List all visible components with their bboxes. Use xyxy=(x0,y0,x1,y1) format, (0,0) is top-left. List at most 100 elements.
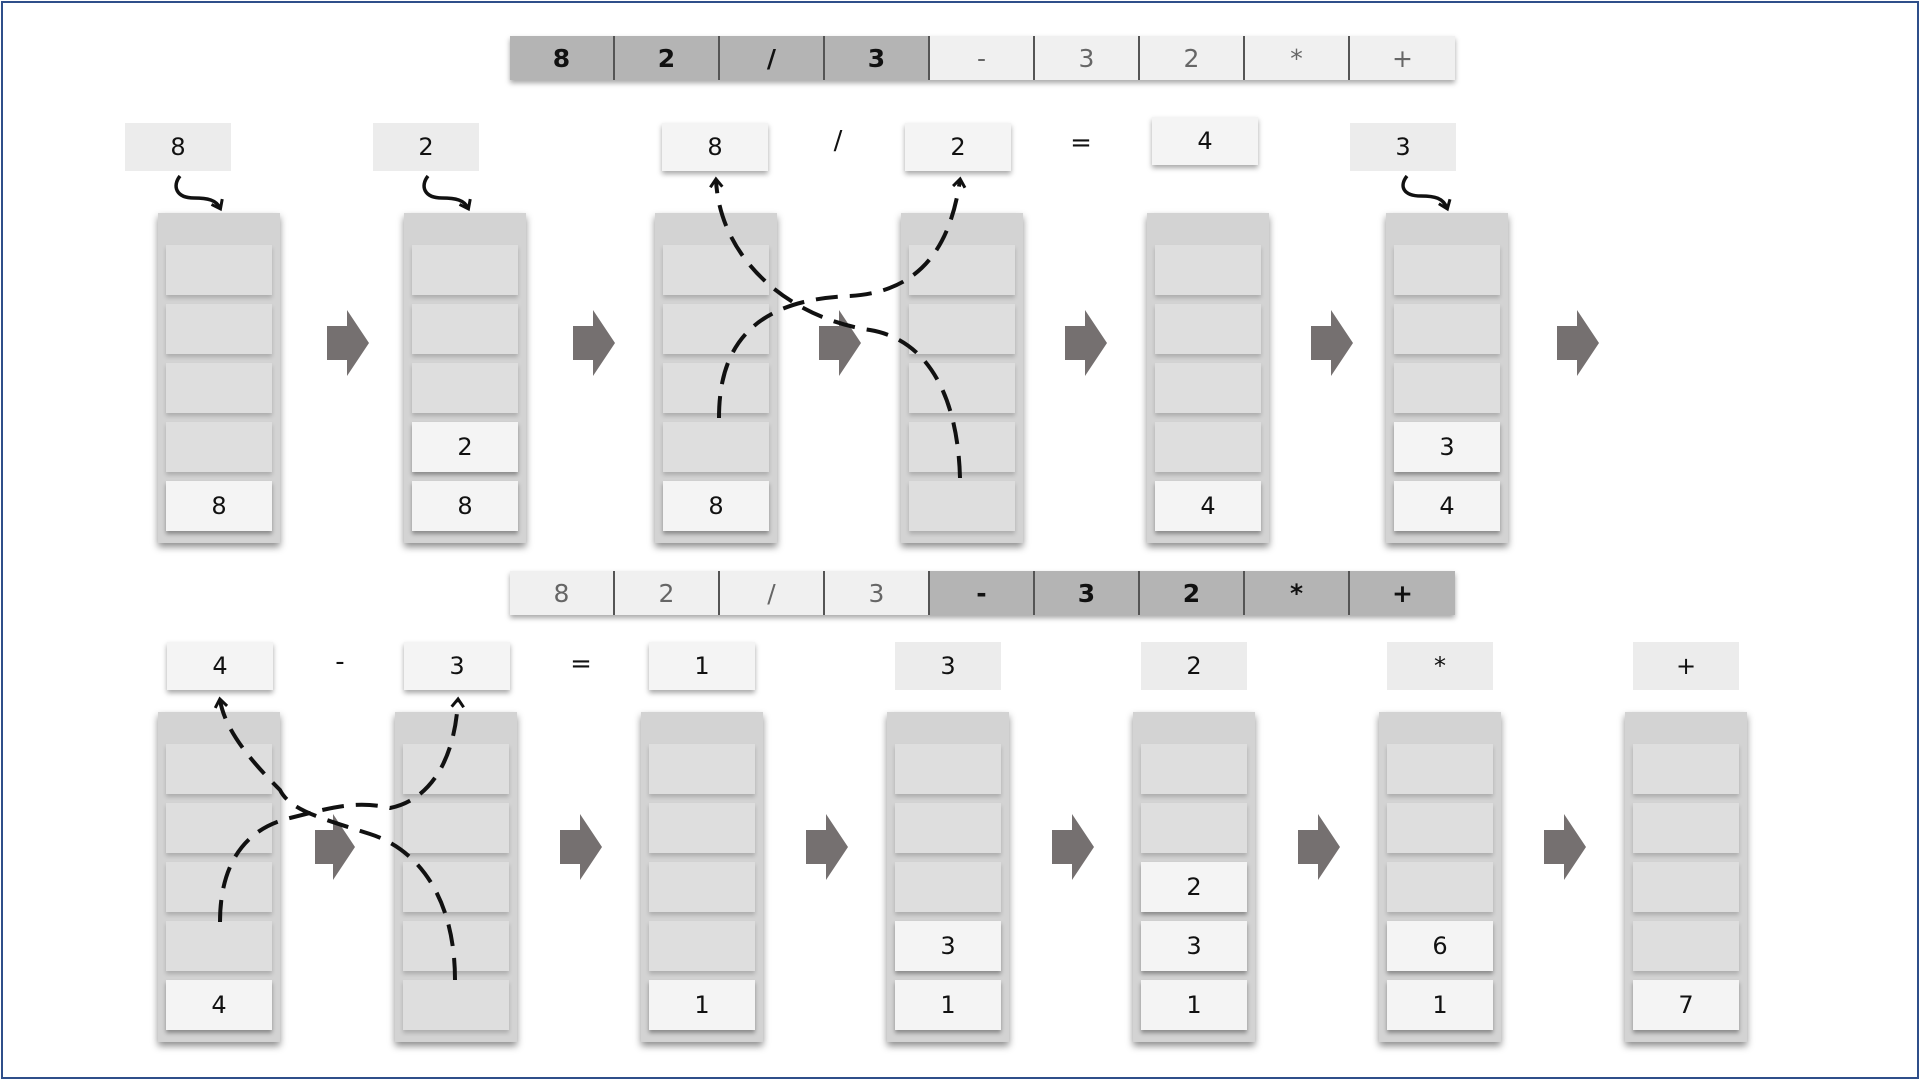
process-arrow-icon xyxy=(1065,310,1107,376)
push-arrow-icon xyxy=(174,174,224,212)
token-cell: * xyxy=(1245,571,1350,615)
label-result-4: 4 xyxy=(1152,117,1258,165)
token-cell: / xyxy=(720,36,825,80)
token-cell: 8 xyxy=(510,36,615,80)
stack-empty-slot xyxy=(895,803,1001,853)
process-arrow-icon xyxy=(315,814,355,880)
token-cell: 2 xyxy=(1140,571,1245,615)
stack-empty-slot xyxy=(663,304,769,354)
stack-empty-slot xyxy=(909,363,1015,413)
push-arrow-icon xyxy=(1401,174,1452,212)
stack-cell: 3 xyxy=(1394,422,1500,472)
stack-empty-slot xyxy=(1141,744,1247,794)
push-arrow-icon xyxy=(422,174,472,212)
process-arrow-icon xyxy=(1557,310,1599,376)
stack-cell: 6 xyxy=(1387,921,1493,971)
stack-row2-pop-b xyxy=(395,712,517,1042)
stack-row2-step-2: 1 xyxy=(641,712,763,1042)
process-arrow-icon xyxy=(806,814,848,880)
stack-empty-slot xyxy=(663,422,769,472)
stack-empty-slot xyxy=(166,363,272,413)
stack-cell: 2 xyxy=(412,422,518,472)
stack-empty-slot xyxy=(412,245,518,295)
stack-step-1: 8 xyxy=(158,213,280,543)
label-popped-operand-a-row2: 4 xyxy=(167,642,273,690)
stack-empty-slot xyxy=(663,245,769,295)
token-cell: - xyxy=(930,36,1035,80)
process-arrow-icon xyxy=(1544,814,1586,880)
stack-empty-slot xyxy=(166,803,272,853)
label-push-2-row2: 2 xyxy=(1141,642,1247,690)
stack-empty-slot xyxy=(166,744,272,794)
token-cell: - xyxy=(930,571,1035,615)
stack-empty-slot xyxy=(1387,862,1493,912)
stack-empty-slot xyxy=(1394,363,1500,413)
stack-empty-slot xyxy=(412,304,518,354)
stack-cell: 4 xyxy=(1155,481,1261,531)
equals-sign: = xyxy=(1070,128,1092,158)
stack-empty-slot xyxy=(649,803,755,853)
process-arrow-icon xyxy=(327,310,369,376)
token-cell: 3 xyxy=(825,571,930,615)
stack-empty-slot xyxy=(1633,862,1739,912)
label-push-2: 2 xyxy=(373,123,479,171)
stack-empty-slot xyxy=(1155,304,1261,354)
token-cell: 8 xyxy=(510,571,615,615)
label-result-1: 1 xyxy=(649,642,755,690)
stack-empty-slot xyxy=(403,744,509,794)
label-operator-multiply: * xyxy=(1387,642,1493,690)
stack-empty-slot xyxy=(895,744,1001,794)
token-cell: / xyxy=(720,571,825,615)
label-push-3: 3 xyxy=(1350,123,1456,171)
stack-cell: 8 xyxy=(412,481,518,531)
operator-divide: / xyxy=(833,126,843,156)
process-arrow-icon xyxy=(573,310,615,376)
stack-empty-slot xyxy=(403,803,509,853)
stack-empty-slot xyxy=(895,862,1001,912)
token-cell: 3 xyxy=(825,36,930,80)
stack-empty-slot xyxy=(1394,245,1500,295)
stack-empty-slot xyxy=(412,363,518,413)
label-popped-operand-b: 2 xyxy=(905,123,1011,171)
token-cell: 2 xyxy=(615,571,720,615)
stack-empty-slot xyxy=(909,304,1015,354)
equals-sign-row2: = xyxy=(570,649,592,679)
stack-empty-slot xyxy=(1141,803,1247,853)
stack-step-4: 4 xyxy=(1147,213,1269,543)
label-operator-plus: + xyxy=(1633,642,1739,690)
stack-row2-step-6: 7 xyxy=(1625,712,1747,1042)
token-cell: 3 xyxy=(1035,571,1140,615)
stack-row2-pop-a: 4 xyxy=(158,712,280,1042)
process-arrow-icon xyxy=(1298,814,1340,880)
pop-curve-icon xyxy=(213,696,457,981)
stack-empty-slot xyxy=(649,921,755,971)
token-cell: * xyxy=(1245,36,1350,80)
stack-empty-slot xyxy=(1387,803,1493,853)
stack-cell: 2 xyxy=(1141,862,1247,912)
stack-cell: 1 xyxy=(1387,980,1493,1030)
stack-cell: 1 xyxy=(1141,980,1247,1030)
operator-minus: - xyxy=(335,647,345,677)
stack-empty-slot xyxy=(166,245,272,295)
stack-empty-slot xyxy=(909,422,1015,472)
stack-step-3-pop-a: 8 xyxy=(655,213,777,543)
stack-empty-slot xyxy=(166,921,272,971)
stack-empty-slot xyxy=(166,304,272,354)
token-cell: + xyxy=(1350,36,1455,80)
stack-empty-slot xyxy=(1633,744,1739,794)
token-cell: 3 xyxy=(1035,36,1140,80)
process-arrow-icon xyxy=(560,814,602,880)
label-push-3-row2: 3 xyxy=(895,642,1001,690)
stack-cell: 8 xyxy=(166,481,272,531)
pop-curve-icon xyxy=(218,696,465,923)
label-push-8: 8 xyxy=(125,123,231,171)
stack-cell: 7 xyxy=(1633,980,1739,1030)
stack-cell: 4 xyxy=(166,980,272,1030)
stack-empty-slot xyxy=(403,980,509,1030)
stack-cell: 1 xyxy=(649,980,755,1030)
